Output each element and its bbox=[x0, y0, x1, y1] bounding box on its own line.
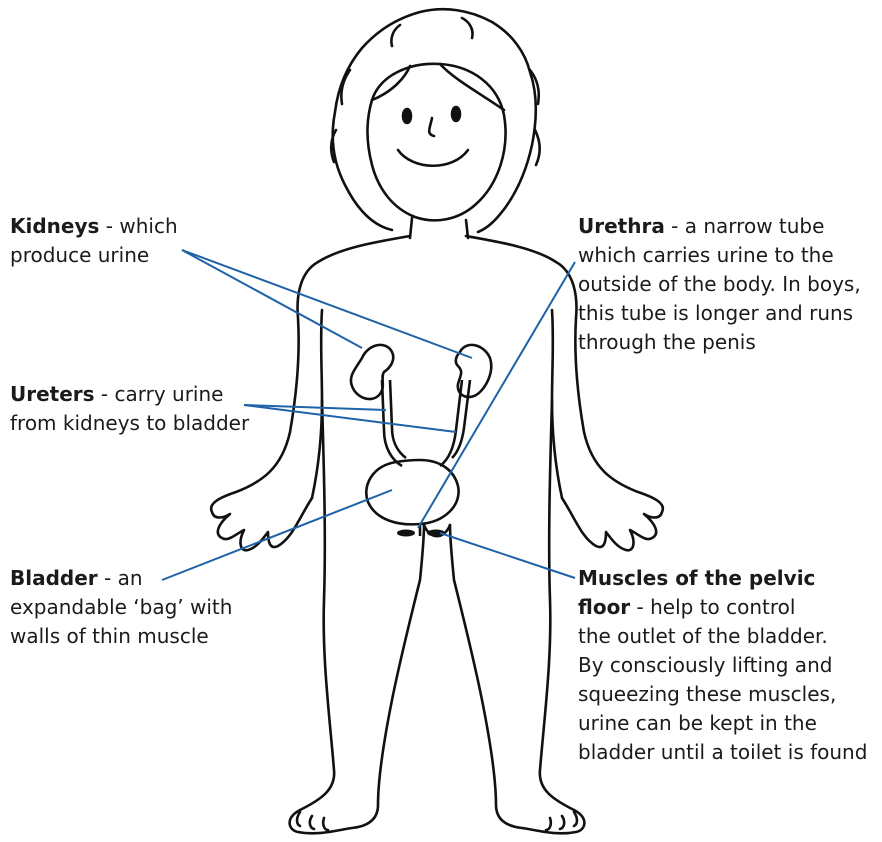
label-bladder-line: expandable ‘bag’ with bbox=[10, 593, 232, 622]
label-pelvic-floor-line: the outlet of the bladder. bbox=[578, 622, 867, 651]
label-kidneys-line: produce urine bbox=[10, 241, 178, 270]
face bbox=[368, 64, 506, 221]
label-pelvic-floor-line: squeezing these muscles, bbox=[578, 680, 867, 709]
left-kidney bbox=[351, 345, 393, 399]
label-ureters-head: Ureters bbox=[10, 382, 95, 406]
label-pelvic-floor-line: By consciously lifting and bbox=[578, 651, 867, 680]
label-urethra-line: through the penis bbox=[578, 328, 861, 357]
label-pelvic-floor-line: urine can be kept in the bbox=[578, 709, 867, 738]
label-urethra-line: outside of the body. In boys, bbox=[578, 270, 861, 299]
label-pelvic-floor: Muscles of the pelvic floor - help to co… bbox=[578, 564, 867, 767]
label-pelvic-floor-head: Muscles of the pelvic bbox=[578, 564, 867, 593]
pointer-muscles bbox=[440, 533, 575, 578]
label-urethra-line: which carries urine to the bbox=[578, 241, 861, 270]
label-pelvic-floor-rest: - help to control bbox=[630, 595, 795, 619]
label-kidneys-rest: - which bbox=[99, 214, 177, 238]
label-urethra-line: this tube is longer and runs bbox=[578, 299, 861, 328]
label-ureters-line: from kidneys to bladder bbox=[10, 409, 249, 438]
label-kidneys: Kidneys - which produce urine bbox=[10, 212, 178, 270]
pointer-kidneys-right bbox=[182, 250, 472, 358]
pelvic-floor-left bbox=[397, 530, 415, 537]
label-ureters-rest: - carry urine bbox=[95, 382, 224, 406]
pointer-kidneys-left bbox=[182, 250, 362, 348]
legs-outline bbox=[290, 400, 424, 833]
label-kidneys-head: Kidneys bbox=[10, 214, 99, 238]
label-bladder-rest: - an bbox=[98, 566, 143, 590]
label-bladder-head: Bladder bbox=[10, 566, 98, 590]
label-urethra-rest: - a narrow tube bbox=[665, 214, 825, 238]
bladder bbox=[366, 460, 458, 524]
label-urethra-head: Urethra bbox=[578, 214, 665, 238]
right-ureter bbox=[440, 380, 470, 466]
label-pelvic-floor-line: bladder until a toilet is found bbox=[578, 738, 867, 767]
label-pelvic-floor-head2: floor bbox=[578, 595, 630, 619]
label-bladder: Bladder - an expandable ‘bag’ with walls… bbox=[10, 564, 232, 651]
label-bladder-line: walls of thin muscle bbox=[10, 622, 232, 651]
label-urethra: Urethra - a narrow tube which carries ur… bbox=[578, 212, 861, 357]
label-ureters: Ureters - carry urine from kidneys to bl… bbox=[10, 380, 249, 438]
